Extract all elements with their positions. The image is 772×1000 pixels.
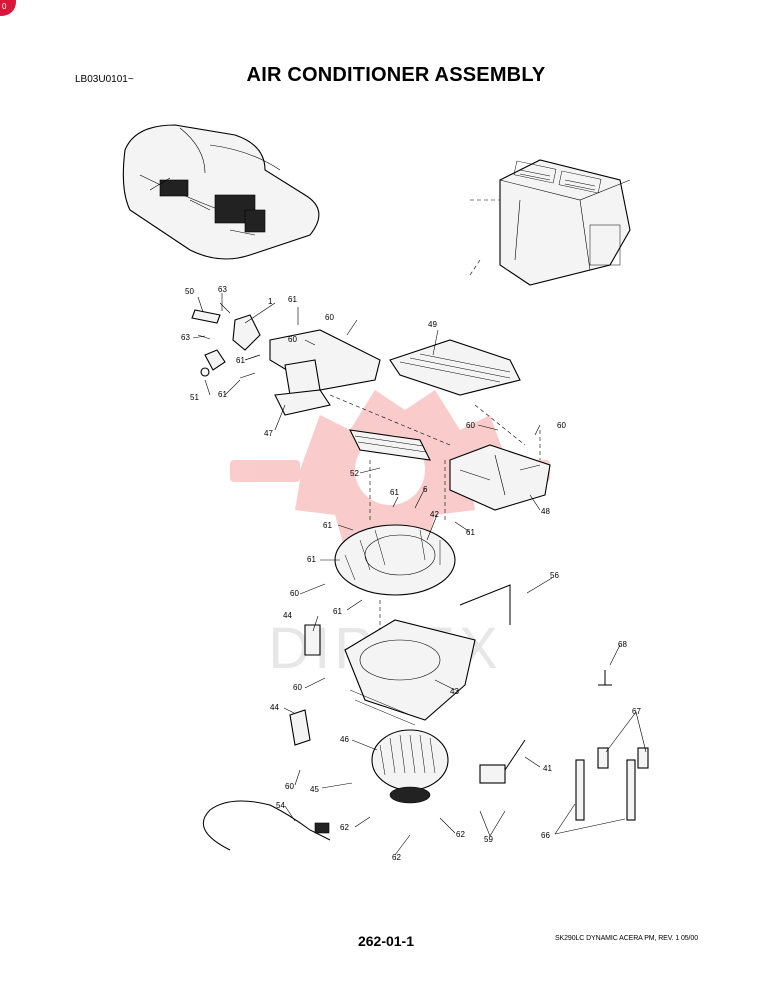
callout-60: 60: [288, 335, 297, 344]
leader-lines: [192, 293, 647, 856]
callout-41: 41: [543, 764, 552, 773]
callout-60: 60: [557, 421, 566, 430]
corner-badge-text: 0: [2, 2, 7, 11]
harness-connector: [314, 822, 330, 834]
blower-case-upper: [329, 394, 551, 511]
callout-51: 51: [190, 393, 199, 402]
callout-60: 60: [290, 589, 299, 598]
callouts: 1 50 63 63 61 60 60 49 61 51 61 47 60 60…: [181, 285, 641, 862]
callout-61: 61: [218, 390, 227, 399]
mounting-bracket-parts: [191, 302, 261, 379]
page-title: AIR CONDITIONER ASSEMBLY: [246, 64, 546, 86]
lower-housing: [344, 619, 476, 726]
callout-61: 61: [307, 555, 316, 564]
callout-61: 61: [466, 528, 475, 537]
callout-52: 52: [350, 469, 359, 478]
callout-43: 43: [450, 687, 459, 696]
callout-61: 61: [236, 356, 245, 365]
drain-pipes: [575, 747, 649, 821]
callout-60: 60: [293, 683, 302, 692]
callout-44: 44: [270, 703, 279, 712]
callout-46: 46: [340, 735, 349, 744]
callout-50: 50: [185, 287, 194, 296]
wire-harness: [202, 800, 331, 851]
callout-6: 6: [423, 485, 428, 494]
callout-67: 67: [632, 707, 641, 716]
callout-62: 62: [392, 853, 401, 862]
callout-48: 48: [541, 507, 550, 516]
callout-61: 61: [288, 295, 297, 304]
callout-66: 66: [541, 831, 550, 840]
cab-location-view: [122, 124, 320, 260]
ring-housing: [334, 460, 456, 640]
callout-42: 42: [430, 510, 439, 519]
callout-62: 62: [456, 830, 465, 839]
callout-54: 54: [276, 801, 285, 810]
callout-59: 59: [484, 835, 493, 844]
callout-45: 45: [310, 785, 319, 794]
duct-assembly: [269, 329, 521, 416]
callout-68: 68: [618, 640, 627, 649]
clip-68: [598, 670, 612, 686]
manual-reference: SK290LC DYNAMIC ACERA PM, REV. 1 05/00: [554, 935, 698, 942]
callout-47: 47: [264, 429, 273, 438]
callout-63: 63: [218, 285, 227, 294]
callout-1: 1: [268, 297, 273, 306]
callout-56: 56: [550, 571, 559, 580]
callout-61: 61: [333, 607, 342, 616]
filter-element: [349, 429, 431, 461]
page-number: 262-01-1: [357, 933, 415, 949]
callout-60: 60: [285, 782, 294, 791]
callout-44: 44: [283, 611, 292, 620]
callout-60: 60: [325, 313, 334, 322]
resistor: [479, 739, 526, 784]
document-code: LB03U0101~: [75, 74, 134, 85]
callout-61: 61: [323, 521, 332, 530]
blower-motor-fan: [371, 729, 449, 804]
callout-63: 63: [181, 333, 190, 342]
callout-62: 62: [340, 823, 349, 832]
callout-49: 49: [428, 320, 437, 329]
drain-hose: [459, 584, 511, 625]
callout-60: 60: [466, 421, 475, 430]
callout-61: 61: [390, 488, 399, 497]
air-conditioner-unit-view: [469, 159, 631, 286]
